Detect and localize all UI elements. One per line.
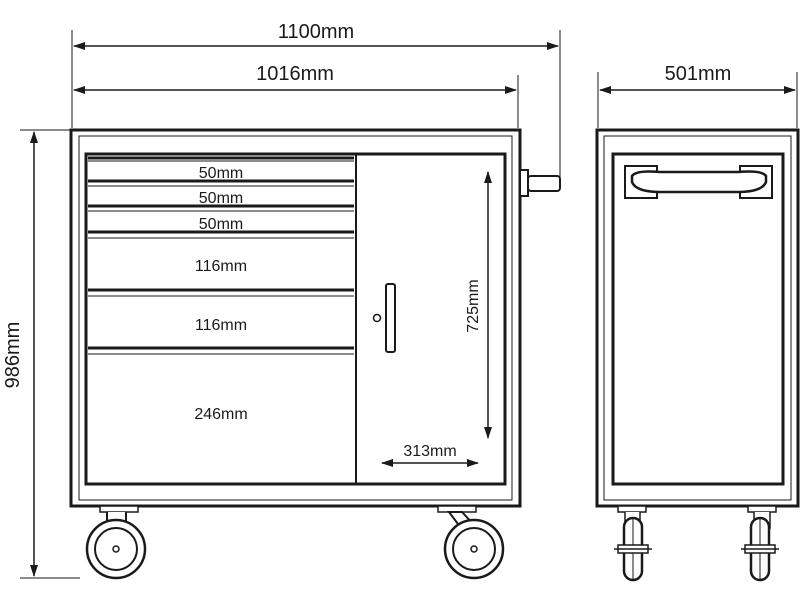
height-label: 986mm [2, 322, 24, 389]
front-left-caster [85, 505, 147, 580]
cabinet-inner-frame [78, 135, 513, 501]
door-width-label: 313mm [403, 443, 456, 460]
drawer-2-label: 50mm [199, 190, 243, 207]
depth-label: 501mm [665, 63, 732, 85]
drawer-5-label: 116mm [195, 317, 247, 334]
front-panel [84, 152, 507, 486]
side-right-caster [741, 505, 779, 582]
front-right-caster [437, 505, 505, 580]
dim-height: 986mm [2, 129, 80, 579]
cabinet-door: 725mm 313mm [355, 153, 506, 485]
door-handle [385, 283, 396, 353]
dim-depth: 501mm [597, 63, 798, 128]
side-view [595, 128, 800, 582]
drawer-4-label: 116mm [195, 258, 247, 275]
drawer-stack: 50mm 50mm 50mm 116mm 116mm 246mm [85, 153, 357, 485]
body-width-label: 1016mm [256, 63, 334, 85]
door-lock-icon [372, 313, 382, 323]
drawer-3-label: 50mm [199, 216, 243, 233]
dim-body-width: 1016mm [73, 63, 519, 128]
drawer-1-label: 50mm [199, 165, 243, 182]
side-handle [519, 169, 561, 197]
side-left-caster [614, 505, 652, 582]
overall-width-label: 1100mm [278, 21, 354, 43]
door-height-label: 725mm [465, 279, 482, 332]
side-view-handle [624, 165, 773, 199]
side-panel [611, 152, 785, 486]
drawer-6-label: 246mm [194, 406, 247, 423]
dim-overall-width: 1100mm [71, 21, 561, 180]
front-view: 50mm 50mm 50mm 116mm 116mm 246mm 725mm 3… [69, 128, 561, 580]
